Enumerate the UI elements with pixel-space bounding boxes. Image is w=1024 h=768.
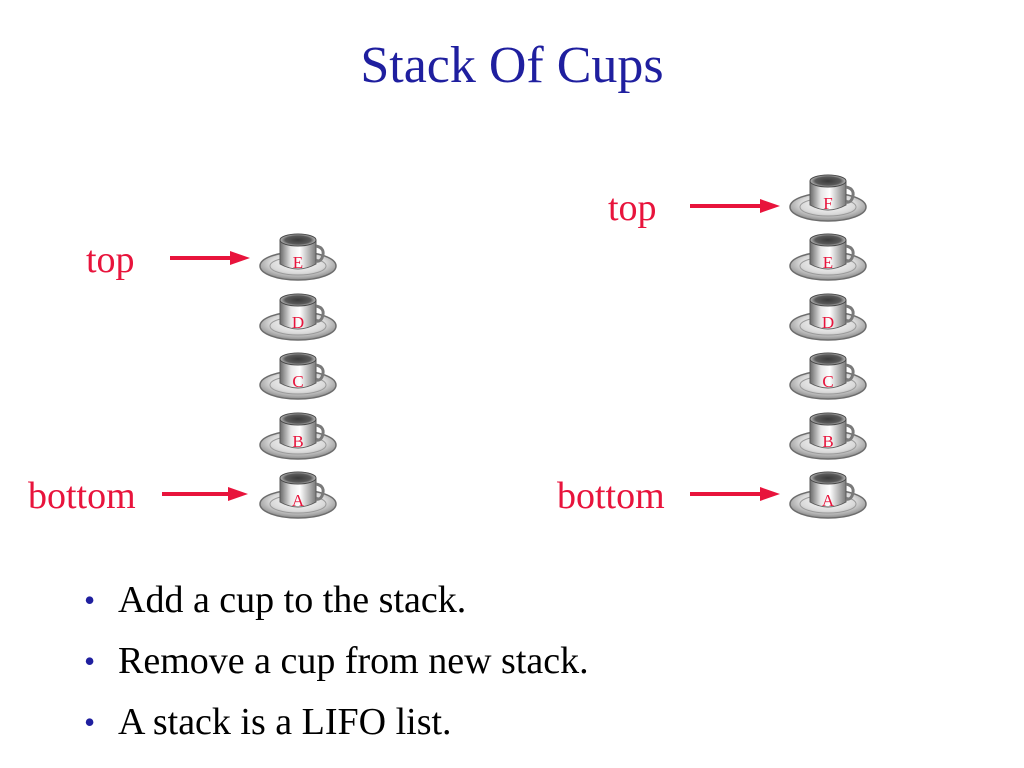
cup-letter: C [292, 372, 304, 391]
arrow-right-icon [690, 199, 780, 213]
cup-letter: A [291, 491, 305, 510]
cup-letter: E [292, 253, 304, 272]
bullet-text: Add a cup to the stack. [118, 579, 467, 621]
bullet-dot-icon: • [84, 582, 96, 618]
slide-title: Stack Of Cups [360, 37, 664, 94]
left-top-label: top [86, 239, 135, 281]
cup-icon: C [258, 345, 338, 401]
right-bottom-label: bottom [557, 475, 665, 517]
bullet-item: • Add a cup to the stack. [84, 578, 589, 622]
cup-icon: B [788, 405, 868, 461]
bullet-item: • Remove a cup from new stack. [84, 639, 589, 683]
bullet-text: Remove a cup from new stack. [118, 640, 589, 682]
bullet-dot-icon: • [84, 643, 96, 679]
arrow-right-icon [162, 487, 248, 501]
left-bottom-label: bottom [28, 475, 136, 517]
cup-letter: C [822, 372, 834, 391]
cup-icon: A [258, 464, 338, 520]
arrow-right-icon [690, 487, 780, 501]
cup-letter: D [821, 312, 835, 332]
cup-icon: E [788, 226, 868, 282]
right-top-label: top [608, 187, 657, 229]
cup-icon: B [258, 405, 338, 461]
cup-letter: D [291, 312, 305, 332]
cup-icon: F [788, 167, 868, 223]
arrow-right-icon [170, 251, 250, 265]
cup-letter: A [821, 491, 835, 510]
cup-letter: B [292, 431, 304, 451]
cup-icon: C [788, 345, 868, 401]
cup-icon: D [788, 286, 868, 342]
bullet-item: • A stack is a LIFO list. [84, 700, 589, 744]
cup-icon: A [788, 464, 868, 520]
bullet-list: • Add a cup to the stack. • Remove a cup f… [84, 578, 589, 761]
cup-icon: E [258, 226, 338, 282]
cup-letter: B [822, 431, 834, 451]
cup-letter: E [822, 253, 834, 272]
cup-letter: F [823, 193, 833, 213]
bullet-text: A stack is a LIFO list. [118, 701, 452, 743]
bullet-dot-icon: • [84, 704, 96, 740]
cup-icon: D [258, 286, 338, 342]
